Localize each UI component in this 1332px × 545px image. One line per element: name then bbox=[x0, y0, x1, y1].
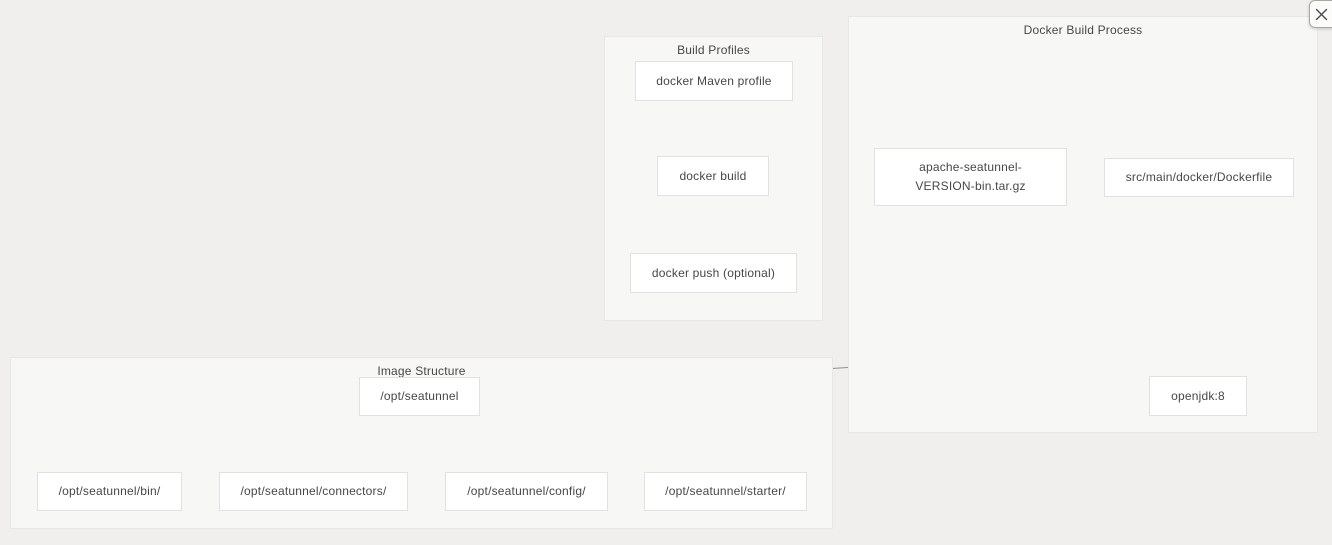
group-docker-build-process: Docker Build Process bbox=[848, 16, 1318, 433]
node-opt-seatunnel-starter: /opt/seatunnel/starter/ bbox=[644, 472, 807, 511]
node-label: docker push (optional) bbox=[651, 265, 776, 280]
node-openjdk-8: openjdk:8 bbox=[1149, 376, 1247, 416]
node-opt-seatunnel-connectors: /opt/seatunnel/connectors/ bbox=[219, 472, 408, 511]
node-label: /opt/seatunnel bbox=[380, 389, 459, 403]
node-label: docker build bbox=[679, 168, 747, 183]
group-title-build-profiles: Build Profiles bbox=[677, 43, 750, 57]
node-docker-build: docker build bbox=[657, 156, 769, 196]
node-docker-push-optional: docker push (optional) bbox=[630, 253, 797, 293]
node-opt-seatunnel-config: /opt/seatunnel/config/ bbox=[445, 472, 608, 511]
node-label: /opt/seatunnel/config/ bbox=[467, 484, 586, 498]
group-title-docker-build-process: Docker Build Process bbox=[1023, 23, 1143, 37]
node-label: /opt/seatunnel/connectors/ bbox=[240, 484, 387, 498]
node-label: src/main/docker/Dockerfile bbox=[1125, 170, 1273, 184]
close-icon bbox=[1315, 8, 1327, 20]
group-title-image-structure: Image Structure bbox=[377, 364, 466, 378]
node-label: /opt/seatunnel/bin/ bbox=[58, 484, 161, 498]
node-label: apache-seatunnel-VERSION-bin.tar.gz bbox=[915, 160, 1026, 193]
node-label: docker Maven profile bbox=[656, 73, 772, 88]
node-label: /opt/seatunnel/starter/ bbox=[665, 484, 786, 498]
node-apache-seatunnel-tarball: apache-seatunnel-VERSION-bin.tar.gz bbox=[874, 148, 1067, 206]
node-label: openjdk:8 bbox=[1171, 388, 1225, 403]
node-opt-seatunnel: /opt/seatunnel bbox=[359, 377, 480, 416]
close-button[interactable] bbox=[1309, 0, 1332, 28]
node-docker-maven-profile: docker Maven profile bbox=[635, 61, 793, 101]
node-opt-seatunnel-bin: /opt/seatunnel/bin/ bbox=[37, 472, 182, 511]
node-dockerfile: src/main/docker/Dockerfile bbox=[1104, 158, 1294, 197]
